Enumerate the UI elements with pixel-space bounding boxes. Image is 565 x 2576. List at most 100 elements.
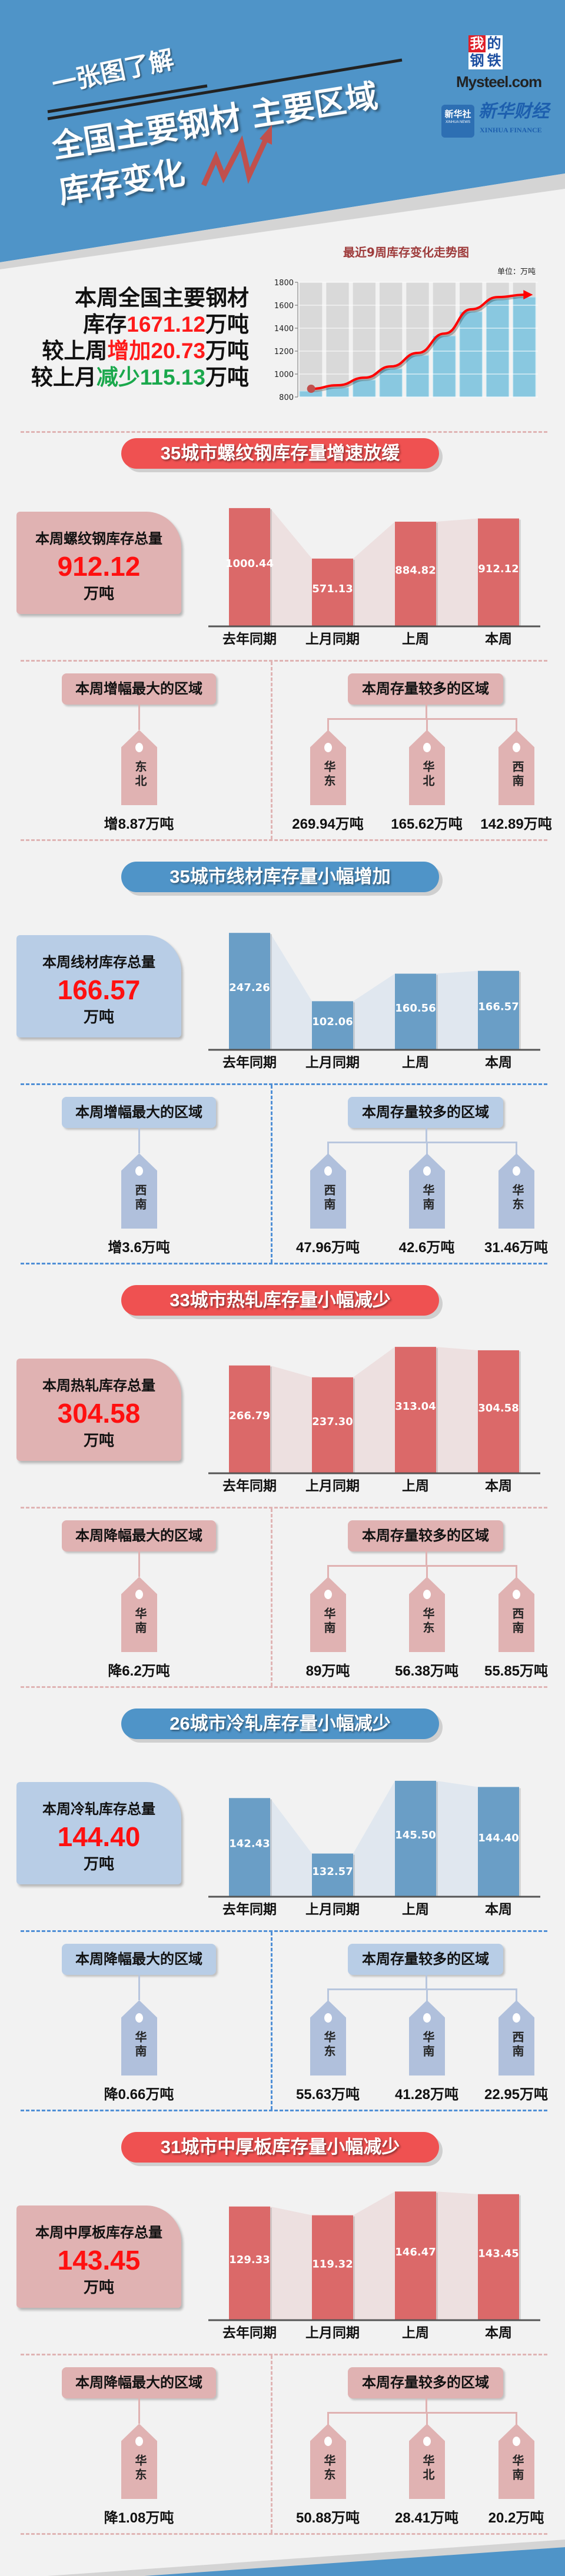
xinhua-news-logo: 新华社 XINHUA NEWS [441,105,474,138]
tag-hole [423,1590,431,1599]
category-label: 上周 [402,1902,429,1917]
region-value: 47.96万吨 [295,1240,360,1256]
connector-line [426,1565,428,1578]
connector-line [516,2412,517,2425]
summary-prefix: 库存 [83,312,127,336]
tag-hole [423,743,431,752]
region-name: 华北 [421,760,434,789]
trend-bar [513,296,536,398]
connector-line [327,1988,517,1990]
bar [229,933,270,1049]
connector-line [426,1975,427,1990]
region-name: 华南 [322,1607,335,1636]
tag-hole [135,743,143,752]
title-rule-short [47,84,208,114]
bar-value-label: 160.56 [395,1002,436,1015]
total-inventory-card: 本周线材库存总量 166.57 万吨 [16,935,181,1037]
bar [312,1377,353,1473]
ribbon-connector [270,508,312,626]
bar [478,1787,519,1896]
region-name: 西南 [510,760,523,789]
category-label: 上周 [402,1479,429,1494]
section-title: 35城市线材库存量小幅增加 [121,862,439,892]
divider [21,839,547,841]
divider [21,1263,547,1264]
y-tick-label: 1200 [274,348,294,356]
region-tag: 华北 [409,2424,445,2499]
national-summary: 本周全国主要钢材 库存1671.12万吨 较上周增加20.73万吨 较上月减少1… [31,285,249,391]
tag-hole [513,2437,520,2446]
divider [21,2533,547,2535]
ribbon-connector [353,973,395,1049]
bar-value-label: 145.50 [395,1829,436,1841]
total-label: 本周冷轧库存总量 [42,1801,155,1817]
region-value: 31.46万吨 [484,1240,549,1256]
tag-hole [513,1166,520,1176]
ribbon-connector [270,1798,312,1896]
total-inventory-card: 本周热轧库存总量 304.58 万吨 [16,1359,181,1461]
change-region-title: 本周降幅最大的区域 [62,2367,216,2398]
trend-bar-background [300,282,323,397]
bar-value-label: 132.57 [312,1866,353,1878]
header-gray-band [0,173,565,269]
category-label: 去年同期 [222,1055,277,1070]
region-name: 华南 [421,2031,434,2059]
region-tag: 华南 [409,2000,445,2076]
region-tag: 华东 [310,2000,346,2076]
title-rule-long [47,58,403,121]
region-value: 269.94万吨 [292,816,364,832]
category-label: 本周 [485,632,512,647]
region-tag: 华南 [310,1577,346,1652]
trend-chart-unit: 单位：万吨 [497,268,536,276]
connector-line [138,1975,140,2000]
ribbon-connector [436,518,478,626]
vertical-divider [271,1932,272,2110]
region-name: 华东 [322,2454,335,2482]
region-tag: 华东 [310,730,346,805]
total-unit: 万吨 [83,1008,114,1026]
ribbon-connector [353,1347,395,1473]
category-label: 上月同期 [305,2325,360,2341]
trend-curve-shadow [312,295,526,392]
connector-line [426,1988,428,2001]
top-regions-title: 本周存量较多的区域 [348,673,503,705]
category-label: 上月同期 [305,632,360,647]
total-unit: 万吨 [83,585,114,602]
category-label: 上周 [402,632,429,647]
region-tag: 东北 [121,730,157,805]
summary-week-change: 增加20.73 [107,339,205,363]
region-tag: 华南 [121,2000,157,2076]
trend-start-dot [307,385,315,393]
trend-chart-title: 最近9周库存变化走势图 [343,245,469,259]
change-region-title: 本周增幅最大的区域 [62,1097,216,1128]
region-value: 165.62万吨 [391,816,463,832]
region-name: 华东 [322,2031,335,2059]
ribbon-connector [436,1347,478,1473]
trend-bar [486,299,510,398]
connector-line [426,2398,427,2413]
logo-char: 我 [468,35,486,52]
divider [21,2354,547,2355]
vertical-divider [271,2355,272,2533]
summary-total-value: 1671.12 [127,312,205,336]
connector-line [516,1142,517,1154]
category-label: 去年同期 [222,1478,277,1494]
ribbon-connector [353,1780,395,1896]
connector-line [327,2412,517,2414]
ribbon-connector [270,933,312,1049]
bar-value-label: 144.40 [478,1832,519,1844]
tag-hole [324,1590,332,1599]
change-region-title: 本周降幅最大的区域 [62,1520,216,1551]
logo-char: 钢 [468,52,486,69]
total-inventory-card: 本周中厚板库存总量 143.45 万吨 [16,2205,181,2308]
ribbon-connector [436,1780,478,1896]
region-value: 55.63万吨 [295,2087,360,2103]
category-label: 去年同期 [222,631,277,647]
total-label: 本周线材库存总量 [42,955,155,970]
region-name: 华北 [421,2454,434,2482]
connector-line [327,1565,329,1578]
bar [229,508,270,626]
change-region-title: 本周增幅最大的区域 [62,673,216,705]
